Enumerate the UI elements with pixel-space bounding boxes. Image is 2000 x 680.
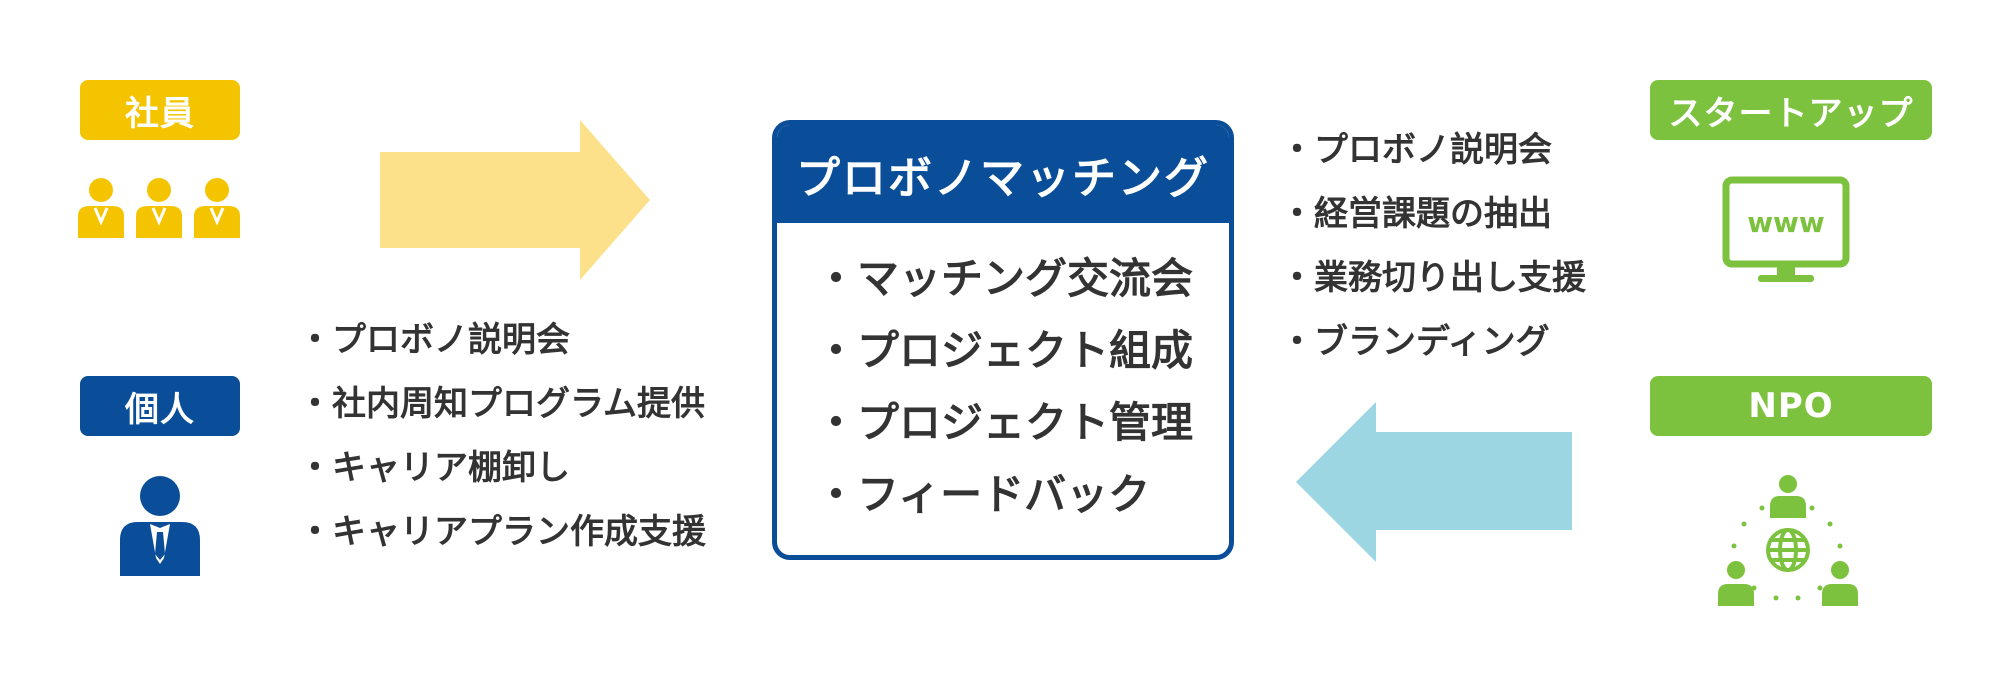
list-item: ・プロジェクト組成 — [815, 326, 1194, 375]
employees-icon — [78, 178, 240, 238]
employee-tag: 社員 — [80, 80, 240, 140]
startup-tag: スタートアップ — [1650, 80, 1932, 140]
right-arrow-icon — [380, 120, 650, 280]
www-label: www — [1747, 206, 1825, 239]
npo-tag: NPO — [1650, 376, 1932, 436]
website-monitor-icon: www — [1722, 176, 1850, 282]
list-item: ・経営課題の抽出 — [1280, 194, 1552, 234]
list-item: ・業務切り出し支援 — [1280, 258, 1586, 298]
matching-services-list: ・マッチング交流会 ・プロジェクト組成 ・プロジェクト管理 ・フィードバック — [777, 223, 1229, 531]
individual-tag: 個人 — [80, 376, 240, 436]
list-item: ・プロジェクト管理 — [815, 398, 1194, 447]
matching-box: プロボノマッチング ・マッチング交流会 ・プロジェクト組成 ・プロジェクト管理 … — [772, 120, 1234, 560]
matching-title: プロボノマッチング — [777, 125, 1229, 223]
list-item: ・プロボノ説明会 — [1280, 130, 1552, 170]
list-item: ・ブランディング — [1280, 322, 1550, 362]
list-item: ・マッチング交流会 — [815, 254, 1194, 303]
npo-network-icon — [1718, 475, 1858, 606]
list-item: ・キャリアプラン作成支援 — [298, 512, 706, 552]
organization-services-list: ・プロボノ説明会 ・経営課題の抽出 ・業務切り出し支援 ・ブランディング — [1280, 118, 1586, 374]
list-item: ・プロボノ説明会 — [298, 320, 570, 360]
left-arrow-icon — [1296, 402, 1572, 562]
list-item: ・社内周知プログラム提供 — [298, 384, 705, 424]
individual-icon — [120, 476, 200, 576]
individual-services-list: ・プロボノ説明会 ・社内周知プログラム提供 ・キャリア棚卸し ・キャリアプラン作… — [298, 308, 706, 564]
list-item: ・キャリア棚卸し — [298, 448, 570, 488]
list-item: ・フィードバック — [815, 470, 1151, 519]
